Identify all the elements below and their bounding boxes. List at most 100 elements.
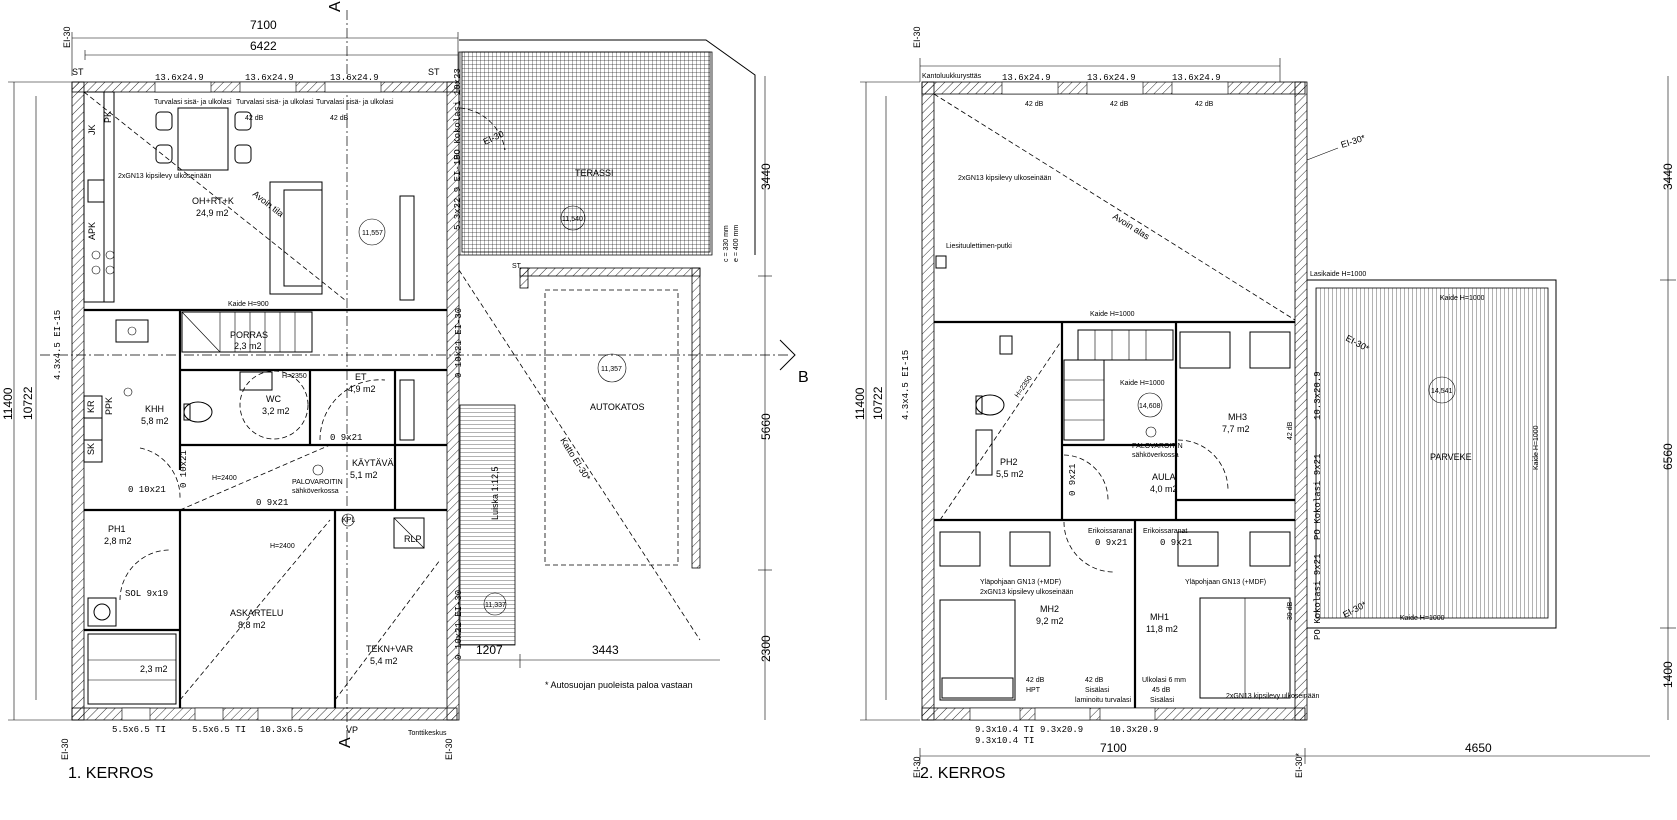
f2-ph2-door: 0 9x21: [1068, 464, 1078, 496]
f2-kaantoluukku: Kantoluukkurysttäs: [922, 73, 982, 80]
f1-room-porras-area: 2,3 m2: [234, 341, 262, 351]
f1-room-kaytava: KÄYTÄVÄ: [352, 458, 394, 468]
f2-window-bottom-4: 9.3x10.4 TI: [975, 736, 1034, 746]
f1-room-porras: PORRAS: [230, 330, 268, 340]
f2-ei30-bottom-right: EI-30*: [1294, 752, 1304, 778]
f1-apk: APK: [87, 222, 97, 240]
f1-st-auto: ST: [512, 263, 522, 270]
f1-level-oh: 11,557: [362, 230, 383, 237]
f2-ei30-top: EI-30: [912, 26, 922, 48]
f2-mh3-db: 42 dB: [1287, 421, 1294, 440]
f1-sahko: sähköverkossa: [292, 488, 339, 495]
f2-erikois-1: Erikoissaranat: [1088, 528, 1132, 535]
f1-room-wc: WC: [266, 394, 281, 404]
f2-mh1-yla: Yläpohjaan GN13 (+MDF): [1185, 579, 1266, 586]
f2-level-parveke: 14,541: [1431, 388, 1453, 395]
f2-window-top-2: 13.6x24.9: [1087, 73, 1136, 83]
f1-luiska: Luiska 1:12,5: [490, 466, 500, 520]
f2-room-mh2: MH2: [1040, 604, 1059, 614]
f1-side-window-right: 5.3x22.9 EI-15: [453, 154, 463, 230]
f2-wall-note: 2xGN13 kipsilevy ulkoseinään: [958, 175, 1051, 182]
f2-sahko: sähköverkossa: [1132, 452, 1179, 459]
f1-room-terassi: TERASSI: [575, 168, 614, 178]
f2-room-parveke: PARVEKE: [1430, 452, 1472, 462]
f1-room-askartelu: ASKARTELU: [230, 608, 283, 618]
f1-room-wc-area: 3,2 m2: [262, 406, 290, 416]
f2-mh2-laminoitu: laminoitu turvalasi: [1075, 697, 1131, 704]
f1-pk: PK: [103, 111, 113, 123]
f2-lieslu: Liesituulettimen-putki: [946, 243, 1012, 250]
f2-dim-right-upper: 3440: [1661, 163, 1675, 190]
f2-po-kokolasi: PO Kokolasi 9x21: [1313, 454, 1323, 540]
f2-mh2-wall: 2xGN13 kipsilevy ulkoseinään: [980, 589, 1073, 596]
f1-window-bottom-1: 5.5x6.5 TI: [112, 725, 166, 735]
f1-st-right: ST: [428, 67, 440, 77]
f1-sauna-area: 2,3 m2: [140, 664, 168, 674]
f1-level-auto: 11,357: [601, 366, 622, 373]
f1-tonttikeskus: Tonttikeskus: [408, 730, 447, 737]
f1-sauna-door: SOL 9x19: [125, 589, 168, 599]
f1-dim-left-inner: 10722: [21, 386, 35, 420]
f2-dim-bottom: 7100: [1100, 741, 1127, 755]
f1-room-oh: OH+RT+K: [192, 196, 234, 206]
f1-rlp: RLP: [404, 534, 422, 544]
f2-palovaroitin: PALOVAROITIN: [1132, 443, 1183, 450]
f1-h2400: H=2400: [212, 475, 237, 482]
f1-room-et-area: 4,9 m2: [348, 384, 376, 394]
f1-katto: Katto EI-30*: [558, 436, 592, 483]
f2-title: 2. KERROS: [920, 765, 1005, 782]
f2-kaide-aula: Kaide H=1000: [1120, 380, 1165, 387]
f1-window-top-2: 13.6x24.9: [245, 73, 294, 83]
f1-ppk: PPK: [104, 397, 114, 415]
f2-mh1-db: 45 dB: [1152, 687, 1171, 694]
f1-stair: [181, 311, 313, 353]
f1-room-oh-area: 24,9 m2: [196, 208, 229, 218]
f1-st-left: ST: [72, 67, 84, 77]
f2-ph2-h: H=2350: [1014, 375, 1034, 399]
f2-room-ph2: PH2: [1000, 457, 1018, 467]
f2-kaide-side: Kaide H=1000: [1533, 425, 1540, 470]
f2-room-aula-area: 4,0 m2: [1150, 484, 1178, 494]
f2-mh1-db: 39 dB: [1287, 601, 1294, 620]
f1-khh-door-2: 0 10x21: [179, 450, 189, 488]
f2-dim-left-inner: 10722: [871, 386, 885, 420]
f2-room-mh3-area: 7,7 m2: [1222, 424, 1250, 434]
f2-ei30-bottom: EI-30: [912, 756, 922, 778]
f1-askartelu-h: H=2400: [270, 543, 295, 550]
f2-room-mh3: MH3: [1228, 412, 1247, 422]
f1-wall-note: 2xGN13 kipsilevy ulkoseinään: [118, 173, 211, 180]
f1-window-bottom-3: 10.3x6.5: [260, 725, 303, 735]
f1-wc-h: H=2350: [282, 373, 307, 380]
f2-level-mh3: 14,608: [1139, 403, 1161, 410]
f2-window-top-3: 13.6x24.9: [1172, 73, 1221, 83]
f2-db-1: 42 dB: [1025, 101, 1044, 108]
f1-autosuoja-note: * Autosuojan puoleista paloa vastaan: [545, 680, 693, 690]
f2-mh1-ulkolasi: Ulkolasi 6 mm: [1142, 677, 1186, 684]
f2-window-bottom-2: 9.3x20.9: [1040, 725, 1083, 735]
f1-side-window: 4.3x4.5 EI-15: [53, 310, 63, 380]
floor2-plan: EI-30 Kantoluukkurysttäs 13.6x24.9 13.6x…: [853, 26, 1676, 782]
f2-room-mh2-area: 9,2 m2: [1036, 616, 1064, 626]
f1-section-b: B: [798, 369, 809, 386]
f1-kr: KR: [86, 400, 96, 413]
f2-room-aula: AULA: [1152, 472, 1176, 482]
f1-et-door: 0 9x21: [330, 433, 362, 443]
f2-kaide-top: Kaide H=1000: [1440, 295, 1485, 302]
f1-side-10x21: 0 10x21 EI-30: [454, 308, 464, 378]
f1-dim-right-upper: 3440: [759, 163, 773, 190]
f1-level-terassi: 11,540: [562, 216, 583, 223]
f1-jk: JK: [87, 124, 97, 135]
f1-avoin: Avoin tila: [251, 189, 286, 219]
f1-kaide: Kaide H=900: [228, 301, 269, 308]
f1-dim-left: 11400: [1, 387, 15, 420]
f2-mh2-db2: 42 dB: [1085, 677, 1104, 684]
f1-dim-top-inner: 6422: [250, 39, 277, 53]
f1-kaytava-door: 0 9x21: [256, 498, 288, 508]
f1-window-bottom-2: 5.5x6.5 TI: [192, 725, 246, 735]
f2-dim-right-mid: 6560: [1661, 443, 1675, 470]
f1-deck-e: e = 400 mm: [733, 225, 740, 262]
f1-room-autokatos: AUTOKATOS: [590, 402, 645, 412]
f2-mh1-door: 0 9x21: [1160, 538, 1192, 548]
floor1-plan: 7100 6422 13.6x24.9 13.6x24.9 13.6x24.9 …: [1, 1, 809, 782]
